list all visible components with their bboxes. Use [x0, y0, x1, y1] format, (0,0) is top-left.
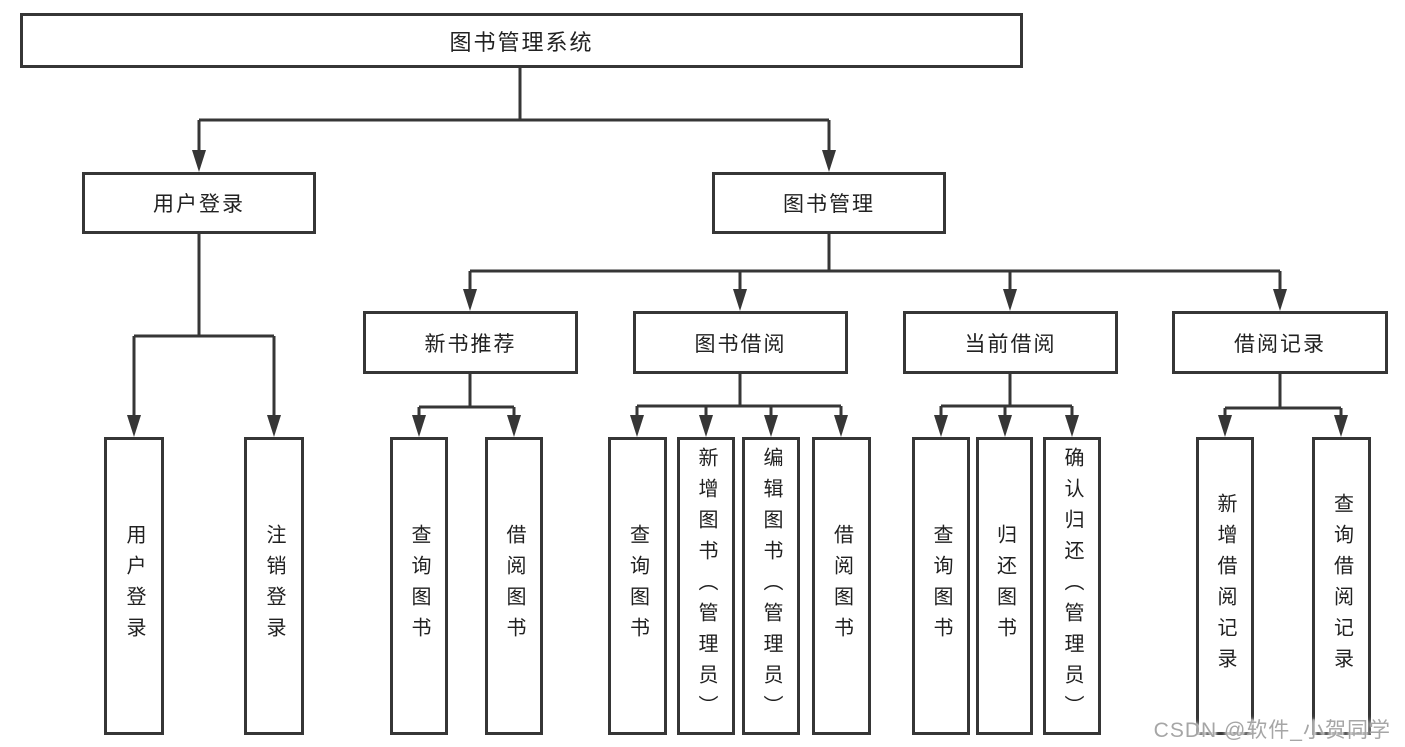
node-label: 新增借阅记录: [1214, 493, 1236, 679]
node-current-borrow: 当前借阅: [903, 311, 1118, 374]
connector-book-management-to-level2: [463, 234, 1287, 311]
node-user-login: 用户登录: [82, 172, 316, 234]
arrowhead: [192, 150, 206, 172]
leaf-confirm-return-admin: 确认归还（管理员）: [1043, 437, 1101, 735]
node-book-management: 图书管理: [712, 172, 946, 234]
arrowhead: [507, 415, 521, 437]
node-label: 借阅图书: [830, 524, 853, 648]
leaf-user-login: 用户登录: [104, 437, 164, 735]
arrowhead: [733, 289, 747, 311]
node-root: 图书管理系统: [20, 13, 1023, 68]
arrowhead: [1065, 415, 1079, 437]
leaf-add-borrow-record: 新增借阅记录: [1196, 437, 1254, 735]
node-book-borrow: 图书借阅: [633, 311, 848, 374]
node-label: 查询图书: [626, 524, 649, 648]
node-label: 归还图书: [993, 524, 1016, 648]
node-label: 查询借阅记录: [1330, 493, 1353, 679]
node-label: 新增图书（管理员）: [695, 446, 717, 726]
arrowhead: [1218, 415, 1232, 437]
leaf-query-borrow-record: 查询借阅记录: [1312, 437, 1371, 735]
arrowhead: [412, 415, 426, 437]
leaf-query-books-recommend: 查询图书: [390, 437, 448, 735]
leaf-edit-books-admin: 编辑图书（管理员）: [742, 437, 800, 735]
arrowhead: [1273, 289, 1287, 311]
connector-current-borrow-to-leaves: [934, 374, 1079, 437]
arrowhead: [1003, 289, 1017, 311]
arrowhead: [834, 415, 848, 437]
connector-book-borrow-to-leaves: [630, 374, 848, 437]
arrowhead: [822, 150, 836, 172]
node-label: 确认归还（管理员）: [1061, 446, 1083, 726]
leaf-return-books: 归还图书: [976, 437, 1033, 735]
node-label: 借阅图书: [503, 524, 525, 648]
connector-user-login-to-leaves: [127, 234, 281, 437]
arrowhead: [463, 289, 477, 311]
connector-root-to-level1: [192, 68, 836, 172]
connector-new-book-recommend-to-leaves: [412, 374, 521, 437]
arrowhead: [630, 415, 644, 437]
csdn-watermark: CSDN @软件_小贺同学: [1153, 719, 1391, 742]
node-label: 编辑图书（管理员）: [760, 446, 782, 726]
leaf-borrow-books: 借阅图书: [812, 437, 871, 735]
leaf-add-books-admin: 新增图书（管理员）: [677, 437, 735, 735]
node-label: 查询图书: [930, 524, 952, 648]
node-new-book-recommend: 新书推荐: [363, 311, 578, 374]
arrowhead: [764, 415, 778, 437]
arrowhead: [1334, 415, 1348, 437]
arrowhead: [699, 415, 713, 437]
leaf-logout: 注销登录: [244, 437, 304, 735]
connector-borrow-record-to-leaves: [1218, 374, 1348, 437]
leaf-query-books-current: 查询图书: [912, 437, 970, 735]
node-label: 注销登录: [263, 524, 285, 648]
node-label: 查询图书: [408, 524, 430, 648]
arrowhead: [127, 415, 141, 437]
arrowhead: [934, 415, 948, 437]
leaf-borrow-books-recommend: 借阅图书: [485, 437, 543, 735]
arrowhead: [267, 415, 281, 437]
arrowhead: [998, 415, 1012, 437]
node-borrow-record: 借阅记录: [1172, 311, 1388, 374]
node-label: 用户登录: [123, 524, 145, 648]
leaf-query-books-borrow: 查询图书: [608, 437, 667, 735]
